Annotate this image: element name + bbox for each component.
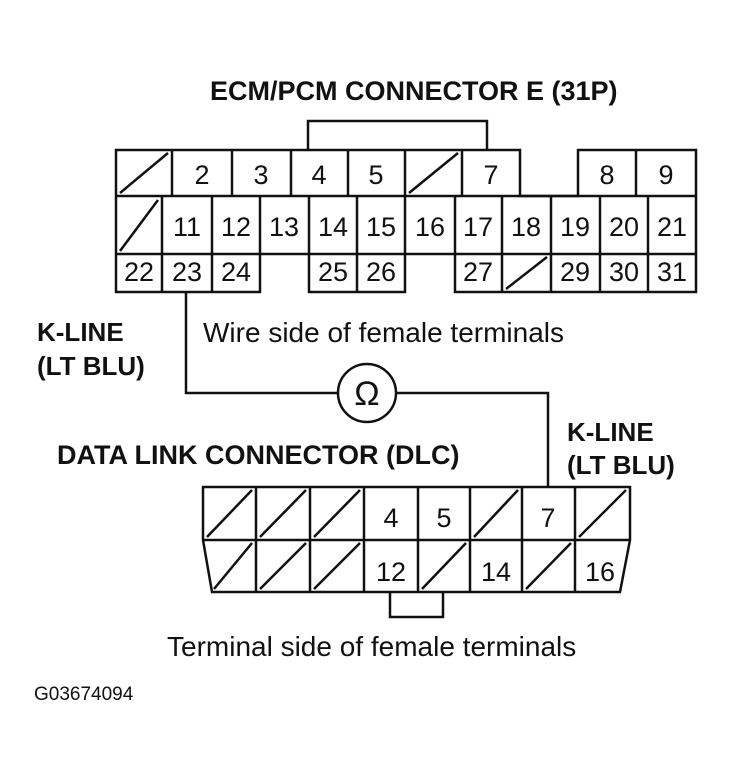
- ecm-pin-label: 21: [657, 212, 687, 242]
- ecm-pin-label: 31: [657, 257, 687, 287]
- ecm-pin-label: 13: [269, 212, 299, 242]
- ecm-pin-label: 15: [366, 212, 396, 242]
- dlc-pin-label: 7: [540, 503, 555, 533]
- ecm-pin-label: 25: [318, 257, 348, 287]
- ecm-pin-label: 20: [609, 212, 639, 242]
- dlc-title: DATA LINK CONNECTOR (DLC): [57, 440, 459, 470]
- ecm-row3-dividers: [160, 254, 650, 292]
- k-line-wire-ecm: [184, 292, 338, 395]
- ecm-pin-label: 22: [124, 257, 154, 287]
- dlc-lock-tab: [388, 592, 445, 619]
- dlc-pin-label: 4: [383, 503, 398, 533]
- ecm-pin-label: 8: [599, 160, 614, 190]
- k-line-label-ecm: K-LINE: [37, 317, 124, 347]
- dlc-unused-cavities: [206, 489, 627, 590]
- ecm-pin-label: 18: [511, 212, 541, 242]
- ecm-side-note: Wire side of female terminals: [203, 317, 564, 348]
- ecm-pin-label: 3: [253, 160, 268, 190]
- dlc-cell-dividers: [254, 487, 577, 592]
- ecm-pin-label: 19: [560, 212, 590, 242]
- ohmmeter-icon: [336, 362, 398, 424]
- ecm-unused-cavity-10: [118, 199, 160, 252]
- k-line-color-dlc: (LT BLU): [567, 450, 675, 480]
- ecm-pin-label: 23: [172, 257, 202, 287]
- k-line-label-dlc: K-LINE: [567, 417, 654, 447]
- ecm-pin-label: 2: [194, 160, 209, 190]
- ecm-lock-tab: [306, 119, 489, 150]
- k-line-color-ecm: (LT BLU): [37, 351, 145, 381]
- ecm-pin-label: 5: [368, 160, 383, 190]
- dlc-pin-label: 5: [436, 503, 451, 533]
- dlc-pin-label: 14: [481, 557, 511, 587]
- ecm-connector-title: ECM/PCM CONNECTOR E (31P): [210, 76, 618, 106]
- dlc-side-note: Terminal side of female terminals: [167, 631, 576, 662]
- ecm-pin-label: 11: [173, 212, 201, 242]
- ecm-row1-dividers: [170, 150, 638, 196]
- ecm-pin-label: 9: [658, 160, 673, 190]
- ecm-pin-label: 26: [366, 257, 396, 287]
- ohm-symbol: Ω: [354, 375, 379, 413]
- figure-id: G03674094: [34, 684, 134, 705]
- ecm-pin-label: 29: [560, 257, 590, 287]
- ecm-unused-cavity-28: [505, 256, 548, 290]
- ecm-pin-label: 7: [483, 160, 498, 190]
- dlc-pin-label: 16: [585, 557, 615, 587]
- ecm-pin-label: 27: [463, 257, 493, 287]
- ecm-pin-label: 4: [311, 160, 326, 190]
- ecm-pin-label: 12: [221, 212, 251, 242]
- ecm-pin-label: 17: [463, 212, 493, 242]
- ecm-row2-dividers: [160, 196, 650, 254]
- ecm-pin-label: 14: [318, 212, 348, 242]
- ecm-pin-label: 30: [609, 257, 639, 287]
- ecm-pin-label: 24: [221, 257, 251, 287]
- ecm-unused-cavity-6: [408, 152, 459, 194]
- dlc-pin-label: 12: [376, 557, 406, 587]
- ecm-unused-cavity-1: [119, 152, 169, 194]
- k-line-wire-dlc: [396, 391, 550, 487]
- ecm-pin-label: 16: [415, 212, 445, 242]
